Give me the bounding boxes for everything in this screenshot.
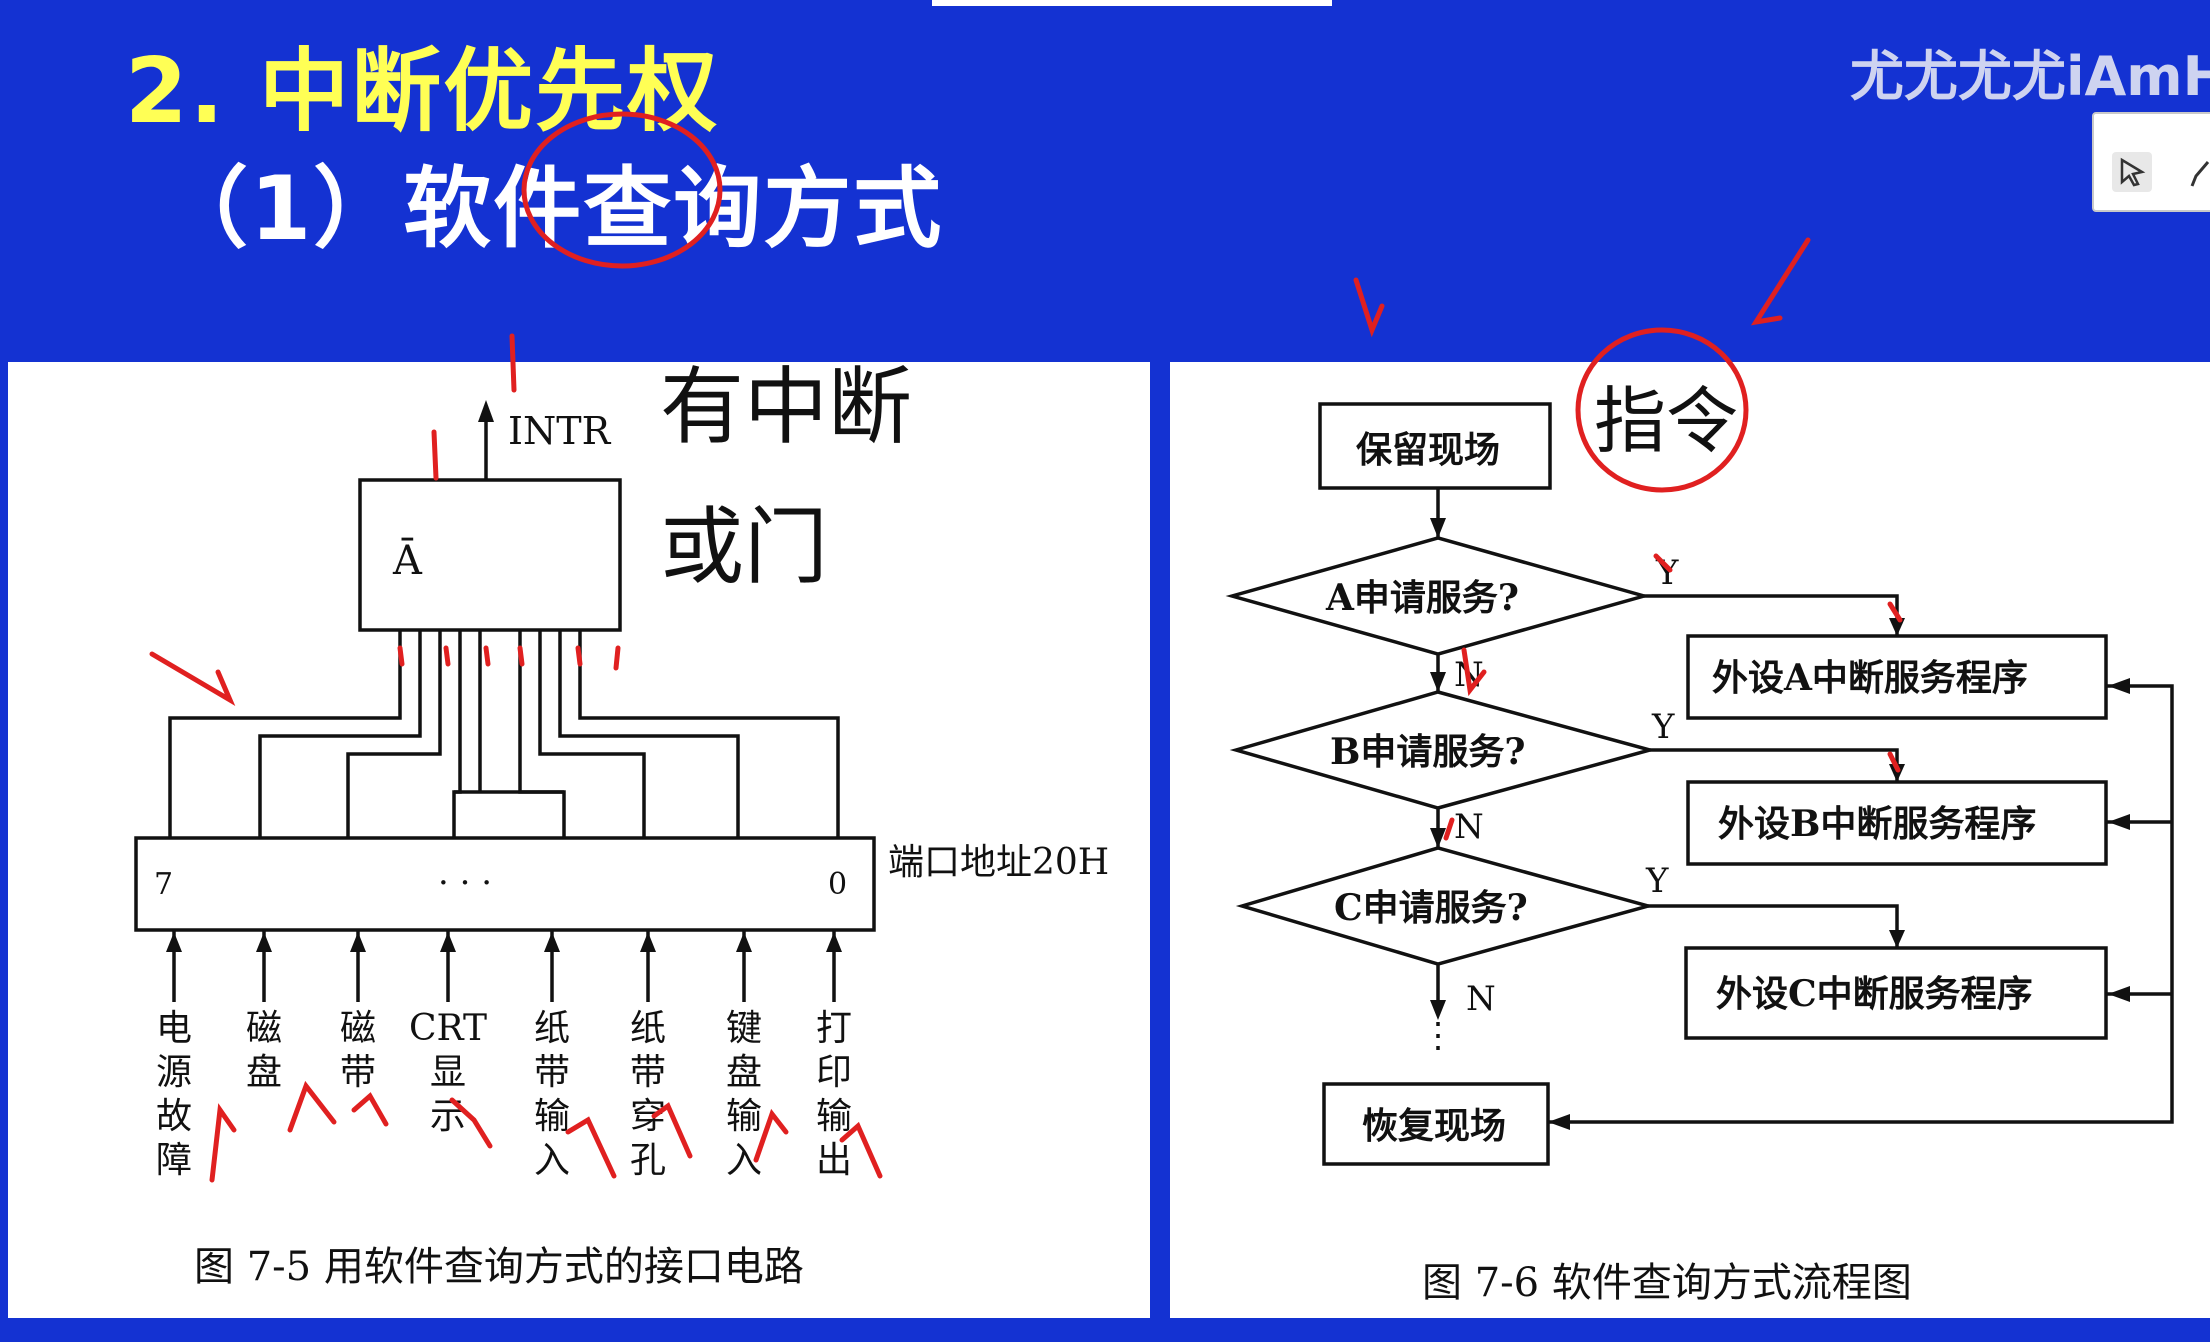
gate-label: Ā [392,538,423,584]
input-label-4: 纸带输入 [534,1008,570,1181]
port-address-label: 端口地址20H [888,842,1109,883]
circuit-caption: 图 7-5 用软件查询方式的接口电路 [194,1244,804,1290]
note-or-gate: 或门 [660,498,828,596]
decision-b-label: B申请服务? [1330,731,1526,773]
yes-label-b: Y [1651,707,1675,747]
note-has-interrupt: 有中断 [660,358,912,456]
arrow-mark-2 [1750,237,1811,326]
end-box-label: 恢复现场 [1362,1105,1506,1147]
pointer-tool-icon[interactable] [2112,152,2152,192]
input-label-7: 打印输出 [816,1008,852,1181]
start-box [1318,402,1552,490]
register-dots: · · · [438,863,492,903]
arrow-mark-1 [1353,277,1385,338]
intr-label: INTR [508,409,612,453]
note-instruction: 指令 [1594,379,1738,463]
yes-label-c: Y [1645,861,1669,901]
no-label-b: N [1454,807,1484,847]
no-label-c: N [1466,979,1496,1019]
arrow-mark-3 [149,651,236,707]
input-label-5: 纸带穿孔 [630,1008,666,1181]
watermark-text: 尤尤尤尤iAmH [1850,45,2210,108]
service-a-label: 外设A中断服务程序 [1712,657,2028,699]
service-b-label: 外设B中断服务程序 [1718,803,2036,845]
input-label-6: 键盘输入 [726,1008,762,1181]
input-label-1: 磁盘 [246,1008,282,1093]
flowchart-caption: 图 7-6 软件查询方式流程图 [1422,1260,1912,1306]
register-high-bit: 7 [154,867,173,902]
decision-a-label: A申请服务? [1325,577,1519,619]
decision-c-label: C申请服务? [1334,887,1528,929]
pen-tool-icon[interactable] [2190,158,2210,188]
circle-mark-title [521,111,723,269]
service-c-label: 外设C中断服务程序 [1716,973,2033,1015]
circle-mark-instruction [1575,327,1749,493]
top-white-strip [932,0,1332,6]
start-box-label: 保留现场 [1356,429,1500,471]
register-low-bit: 0 [828,867,847,902]
or-gate-box [358,478,622,632]
input-label-2: 磁带 [340,1008,376,1093]
input-label-0: 电源故障 [156,1008,192,1181]
slide-heading: 2. 中断优先权 [125,39,720,144]
flowchart-figure-panel: 保留现场 A申请服务? B申请服务? C申请服务? 外设A中断服务程序 外设B中… [1170,362,2210,1318]
port-register-box [134,836,876,932]
end-box [1322,1082,1550,1166]
